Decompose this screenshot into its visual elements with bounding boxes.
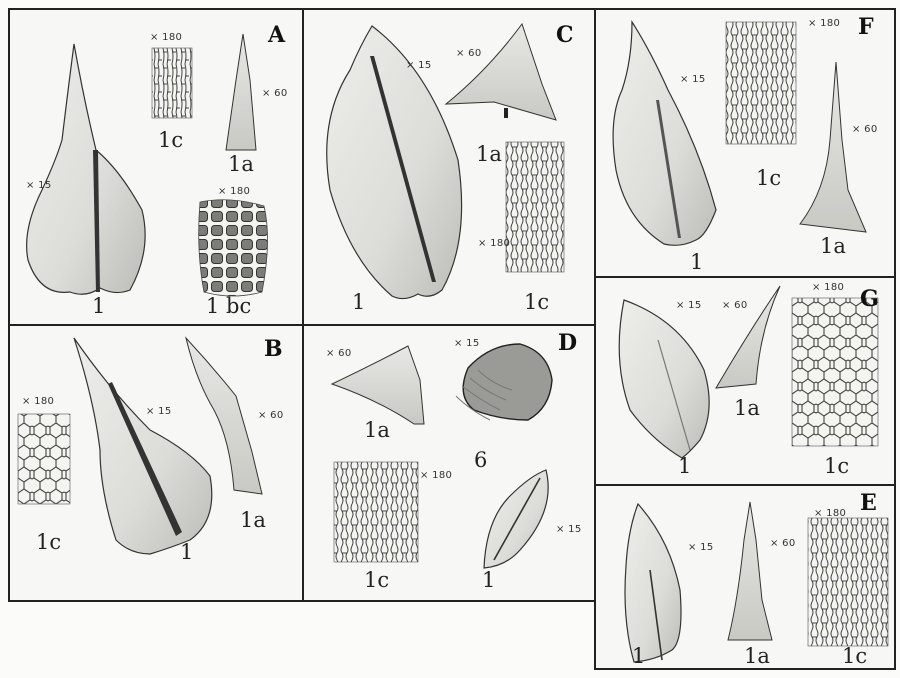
panel-f-mag-leaf: × 15 [680, 74, 706, 85]
panel-d-fig-capsule: 6 [474, 448, 488, 472]
panel-c-leaf-costa [370, 56, 436, 282]
panel-c-mag-leaf: × 15 [406, 60, 432, 71]
panel-f-fig-tip: 1a [820, 234, 846, 258]
panel-c-fig-cells: 1c [524, 290, 550, 314]
panel-g-letter: G [860, 286, 879, 312]
panel-f-leaf-tip [799, 61, 867, 233]
panel-b-cell-block [17, 413, 71, 505]
panel-f-mag-tip: × 60 [852, 124, 878, 135]
panel-g-mag-leaf: × 15 [676, 300, 702, 311]
panel-g-mag-tip: × 60 [722, 300, 748, 311]
panel-d-small-leaf [483, 469, 549, 569]
panel-d-leaf-tip [330, 345, 425, 425]
panel-d-fig-leaf: 1 [482, 568, 496, 592]
panel-d-fig-tip: 1a [364, 418, 390, 442]
panel-b-mag-tip: × 60 [258, 410, 284, 421]
panel-c-letter: C [556, 22, 574, 48]
panel-f-mag-cells: × 180 [808, 18, 841, 29]
panel-a-leaf [26, 43, 146, 295]
panel-d-mag-tip: × 60 [326, 348, 352, 359]
panel-a-leaf-tip [225, 33, 257, 151]
panel-e-fig-cells: 1c [842, 644, 868, 668]
panel-e-cell-block [807, 517, 889, 647]
panel-g-cell-block [791, 297, 879, 447]
panel-a-cell-block [151, 47, 193, 119]
panel-a-mag-base: × 180 [218, 186, 251, 197]
panel-e-mag-cells: × 180 [814, 508, 847, 519]
panel-d-cell-block [333, 461, 419, 563]
panel-a-mag-tip: × 60 [262, 88, 288, 99]
panel-c-leaf [326, 25, 463, 300]
panel-e-fig-tip: 1a [744, 644, 770, 668]
panel-d-frame [302, 324, 596, 602]
panel-b-fig-tip: 1a [240, 508, 266, 532]
panel-e-mag-tip: × 60 [770, 538, 796, 549]
panel-g-fig-cells: 1c [824, 454, 850, 478]
panel-g-leaf-costa [657, 339, 691, 451]
panel-e-letter: E [860, 490, 877, 516]
panel-c-fig-leaf: 1 [352, 290, 366, 314]
panel-g-fig-tip: 1a [734, 396, 760, 420]
panel-a-base-cells [198, 199, 268, 297]
panel-a-mag-cells: × 180 [150, 32, 183, 43]
panel-e-frame [594, 484, 896, 670]
panel-g-leaf-tip [715, 285, 781, 389]
panel-e-leaf-tip [727, 501, 773, 641]
panel-d-capsule [462, 343, 553, 421]
panel-c-mag-cells: × 180 [478, 238, 511, 249]
panel-a-fig-cells: 1c [158, 128, 184, 152]
panel-a-mag-leaf: × 15 [26, 180, 52, 191]
panel-b-letter: B [264, 336, 283, 362]
panel-b-fig-cells: 1c [36, 530, 62, 554]
panel-f-leaf-costa [656, 100, 681, 238]
panel-c-fig-tip: 1a [476, 142, 502, 166]
panel-c-cell-block [505, 141, 565, 273]
panel-a-letter: A [268, 22, 286, 48]
panel-a-frame [8, 8, 304, 326]
panel-d-small-leaf-costa [493, 477, 541, 561]
panel-d-mag-leaf: × 15 [556, 524, 582, 535]
panel-f-fig-cells: 1c [756, 166, 782, 190]
panel-c-small-mark [504, 108, 508, 118]
panel-g-leaf [618, 299, 710, 459]
panel-f-fig-leaf: 1 [690, 250, 704, 274]
panel-b-leaf-costa [108, 382, 182, 536]
panel-b-leaf-tip [185, 336, 263, 495]
panel-d-peristome [455, 369, 513, 421]
panel-e-leaf-costa [649, 569, 663, 661]
panel-a-fig-leaf: 1 [92, 294, 106, 318]
panel-c-leaf-tip [444, 22, 557, 121]
panel-f-cell-block [725, 21, 797, 145]
panel-d-mag-cells: × 180 [420, 470, 453, 481]
panel-b-frame [8, 324, 304, 602]
panel-f-frame [594, 8, 896, 278]
panel-b-mag-cells: × 180 [22, 396, 55, 407]
panel-e-mag-leaf: × 15 [688, 542, 714, 553]
panel-c-mag-tip: × 60 [456, 48, 482, 59]
panel-f-letter: F [858, 14, 874, 40]
panel-c-frame [302, 8, 596, 326]
panel-e-leaf [624, 502, 682, 663]
panel-b-mag-leaf: × 15 [146, 406, 172, 417]
panel-a-fig-base: 1 bc [206, 294, 252, 318]
panel-f-leaf [612, 19, 717, 246]
panel-e-fig-leaf: 1 [632, 644, 646, 668]
panel-d-letter: D [558, 330, 578, 356]
panel-d-mag-capsule: × 15 [454, 338, 480, 349]
panel-g-mag-cells: × 180 [812, 282, 845, 293]
panel-g-fig-leaf: 1 [678, 454, 692, 478]
panel-b-fig-leaf: 1 [180, 540, 194, 564]
panel-b-leaf [73, 337, 213, 555]
panel-a-fig-tip: 1a [228, 152, 254, 176]
panel-a-leaf-costa [93, 150, 100, 292]
panel-d-fig-cells: 1c [364, 568, 390, 592]
